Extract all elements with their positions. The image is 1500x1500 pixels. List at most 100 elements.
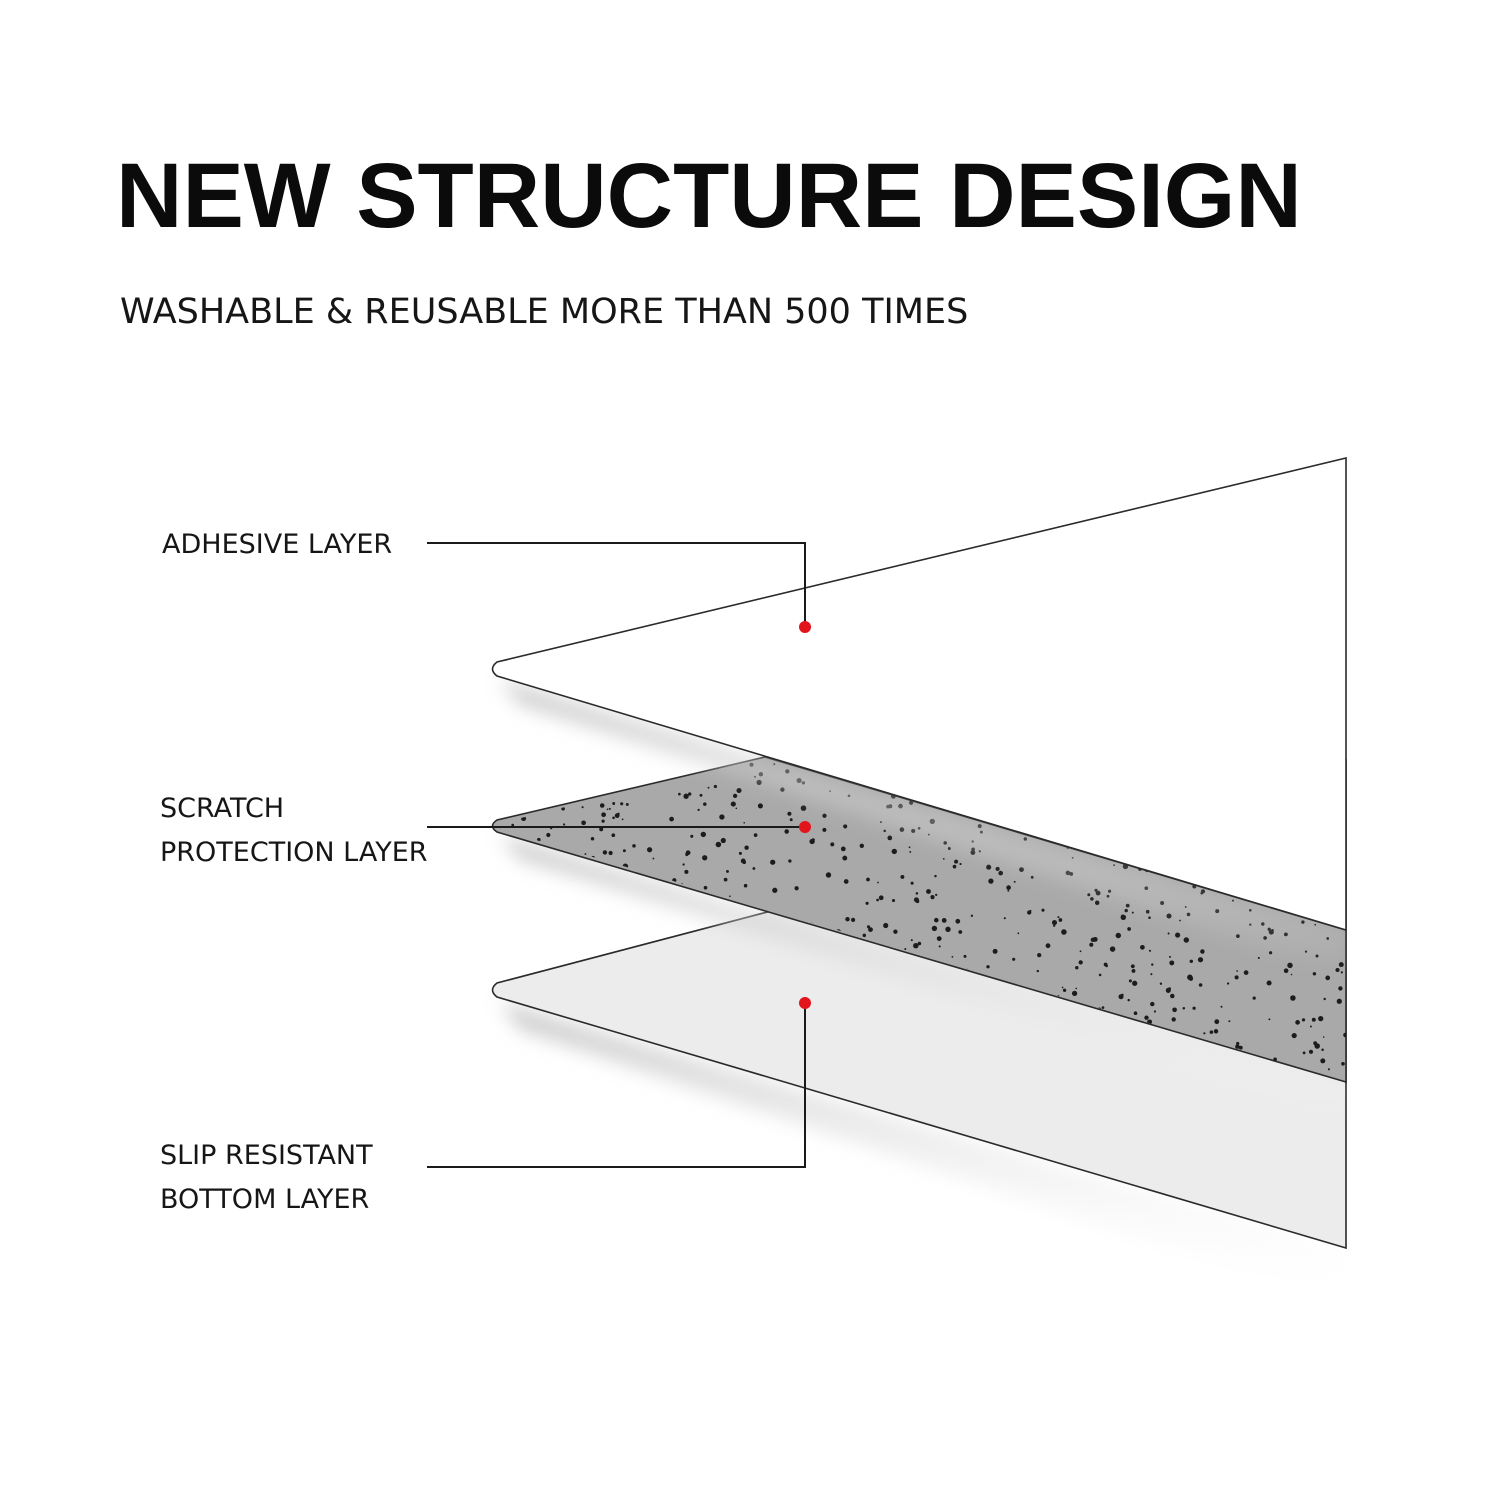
speckle-dot	[883, 922, 889, 929]
scratch-layer-label-line-1: SCRATCH	[160, 793, 285, 824]
speckle-dot	[1213, 1029, 1219, 1034]
speckle-dot	[1051, 919, 1058, 926]
speckle-dot	[492, 919, 496, 923]
speckle-dot	[772, 887, 778, 893]
speckle-dot	[606, 808, 609, 811]
speckle-dot	[1169, 960, 1175, 966]
speckle-dot	[1321, 1048, 1324, 1052]
speckle-dot	[599, 803, 605, 808]
speckle-dot	[1302, 1051, 1306, 1055]
speckle-dot	[649, 774, 654, 779]
speckle-dot	[908, 846, 911, 849]
speckle-dot	[513, 964, 520, 970]
speckle-dot	[524, 1061, 528, 1065]
speckle-dot	[1322, 1036, 1325, 1038]
speckle-dot	[534, 917, 539, 921]
speckle-dot	[1057, 916, 1060, 919]
speckle-dot	[1037, 952, 1042, 958]
speckle-dot	[877, 881, 879, 884]
speckle-dot	[883, 829, 886, 833]
speckle-dot	[495, 938, 499, 942]
speckle-dot	[1127, 998, 1130, 1002]
speckle-dot	[738, 851, 742, 855]
speckle-dot	[859, 843, 865, 849]
speckle-dot	[1027, 910, 1032, 915]
speckle-dot	[1283, 968, 1289, 974]
speckle-dot	[637, 926, 640, 929]
speckle-dot	[511, 823, 515, 827]
speckle-dot	[1131, 968, 1136, 973]
speckle-dot	[492, 958, 495, 961]
speckle-dot	[580, 794, 585, 798]
bottom-layer-shadow	[500, 1002, 1346, 1310]
speckle-dot	[1150, 1001, 1155, 1007]
speckle-dot	[523, 1052, 529, 1058]
speckle-dot	[1075, 987, 1078, 990]
speckle-dot	[499, 1044, 504, 1049]
speckle-dot	[1006, 885, 1011, 890]
speckle-dot	[1268, 1018, 1271, 1021]
speckle-dot	[643, 781, 647, 784]
speckle-dot	[1132, 980, 1138, 986]
speckle-dot	[891, 848, 897, 855]
speckle-dot	[1198, 983, 1203, 987]
speckle-dot	[715, 841, 722, 848]
speckle-dot	[622, 849, 626, 853]
speckle-dot	[544, 1055, 549, 1061]
speckle-dot	[685, 852, 689, 857]
adhesive-leader-line	[427, 542, 806, 626]
speckle-dot	[1124, 908, 1128, 913]
speckle-dot	[822, 813, 827, 818]
speckle-dot	[1121, 914, 1124, 918]
speckle-dot	[876, 898, 879, 902]
speckle-dot	[495, 1002, 499, 1007]
speckle-dot	[501, 1008, 506, 1012]
speckle-dot	[743, 821, 746, 824]
speckle-dot	[538, 768, 543, 772]
speckle-dot	[913, 942, 919, 949]
speckle-dot	[1266, 980, 1272, 986]
speckle-dot	[541, 762, 547, 767]
speckle-dot	[1165, 987, 1171, 993]
speckle-dot	[822, 827, 827, 832]
speckle-dot	[596, 757, 602, 762]
speckle-dot	[1314, 1043, 1320, 1049]
speckle-dot	[891, 898, 896, 903]
speckle-dot	[1336, 998, 1342, 1004]
speckle-dot	[608, 850, 613, 856]
speckle-dot	[1290, 973, 1293, 976]
speckle-dot	[787, 811, 792, 816]
speckle-dot	[1234, 975, 1239, 980]
speckle-dot	[729, 895, 731, 898]
speckle-dot	[1094, 900, 1100, 906]
speckle-dot	[1130, 964, 1135, 969]
speckle-dot	[1226, 982, 1230, 985]
slip-marker-dot	[799, 997, 811, 1009]
speckle-dot	[494, 871, 498, 876]
speckle-dot	[568, 917, 571, 920]
speckle-dot	[800, 805, 807, 811]
speckle-dot	[1214, 1019, 1220, 1025]
speckle-dot	[736, 787, 742, 794]
speckle-dot	[590, 836, 595, 841]
speckle-dot	[688, 792, 692, 796]
speckle-dot	[1192, 1006, 1196, 1010]
speckle-dot	[505, 866, 508, 869]
speckle-dot	[602, 850, 608, 855]
speckle-dot	[843, 879, 849, 884]
speckle-dot	[1323, 997, 1326, 1001]
speckle-dot	[565, 777, 571, 783]
speckle-dot	[537, 837, 541, 842]
speckle-dot	[584, 853, 587, 856]
speckle-dot	[560, 776, 563, 779]
speckle-dot	[1012, 957, 1016, 961]
speckle-dot	[559, 771, 565, 777]
speckle-dot	[843, 824, 848, 829]
speckle-dot	[504, 778, 507, 780]
speckle-dot	[1236, 1041, 1240, 1046]
speckle-dot	[1061, 929, 1067, 935]
speckle-dot	[528, 904, 534, 910]
speckle-dot	[625, 802, 629, 806]
speckle-dot	[988, 878, 994, 884]
